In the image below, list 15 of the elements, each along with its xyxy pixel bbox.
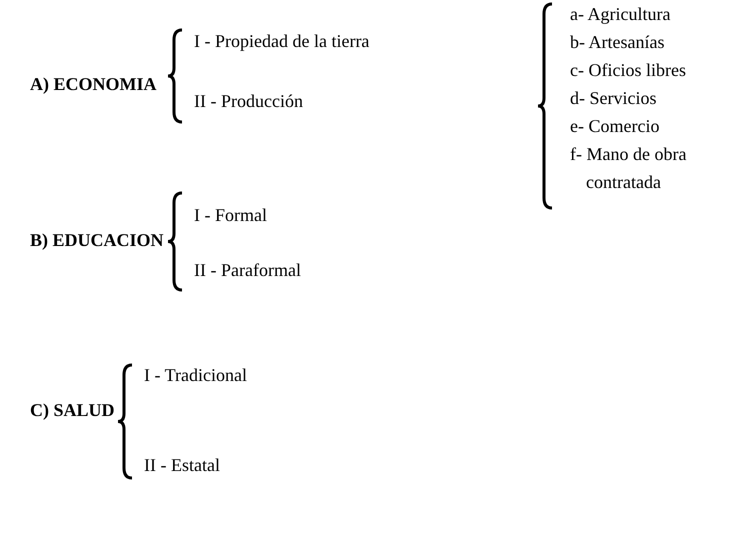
- item-label: II - Estatal: [144, 454, 220, 477]
- item-label: I - Formal: [194, 204, 267, 227]
- item-label: f- Mano de obra contratada: [570, 143, 688, 194]
- item-label: I - Tradicional: [144, 364, 247, 387]
- item-label: II - Paraformal: [194, 259, 301, 282]
- item-label: b- Artesanías: [570, 31, 664, 54]
- item-label: a- Agricultura: [570, 3, 670, 26]
- category-heading: C) SALUD: [30, 399, 115, 422]
- category-heading: A) ECONOMIA: [30, 73, 156, 96]
- category-heading: B) EDUCACION: [30, 229, 164, 252]
- item-label: II - Producción: [194, 90, 303, 113]
- item-label: d- Servicios: [570, 87, 656, 110]
- item-label: e- Comercio: [570, 115, 660, 138]
- item-label: I - Propiedad de la tierra: [194, 30, 370, 53]
- item-label: c- Oficios libres: [570, 59, 686, 82]
